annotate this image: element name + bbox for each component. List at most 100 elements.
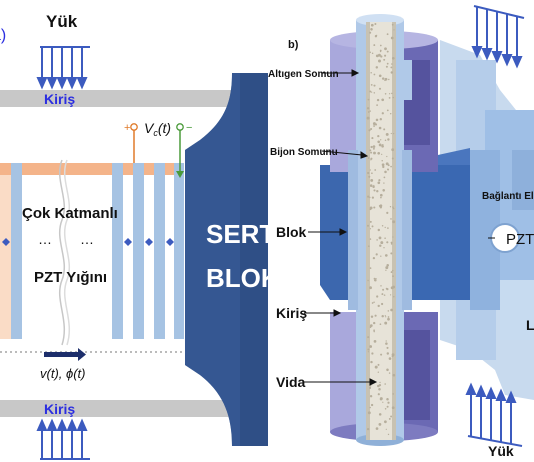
screw-speckle: [380, 241, 384, 245]
screw-speckle: [370, 71, 372, 74]
pzt-plate: [174, 163, 184, 339]
stack-title-line2: PZT Yığını: [34, 269, 107, 286]
screw-speckle: [378, 74, 382, 78]
screw-speckle: [373, 340, 377, 343]
screw-rod: [366, 22, 396, 440]
screw-speckle: [387, 310, 390, 312]
screw-speckle: [369, 110, 371, 112]
screw-speckle: [373, 301, 375, 303]
screw-speckle: [386, 264, 389, 267]
screw-speckle: [370, 127, 373, 131]
screw-speckle: [384, 321, 388, 325]
screw-speckle: [392, 275, 394, 278]
screw-speckle: [367, 279, 369, 282]
screw-speckle: [370, 28, 373, 31]
screw-speckle: [384, 139, 387, 142]
screw-speckle: [369, 220, 372, 223]
block-label-line2: BLOK: [206, 263, 280, 293]
screw-speckle: [369, 184, 373, 187]
label-bolt-nut: Bijon Somunu: [270, 147, 338, 158]
screw-speckle: [366, 116, 370, 120]
screw-speckle: [376, 295, 379, 298]
screw-speckle: [382, 165, 385, 169]
screw-speckle: [373, 184, 375, 187]
screw-speckle: [390, 218, 392, 220]
stack-dots-left: …: [38, 231, 52, 247]
screw-speckle: [378, 236, 382, 240]
screw-speckle: [392, 220, 396, 224]
screw-speckle: [389, 112, 392, 115]
screw-speckle: [379, 397, 383, 401]
panel-a-label: a): [0, 27, 6, 44]
screw-speckle: [373, 321, 376, 325]
screw-speckle: [390, 415, 393, 418]
screw-speckle: [385, 269, 387, 271]
screw-speckle: [384, 54, 387, 57]
screw-speckle: [373, 279, 376, 282]
screw-speckle: [384, 226, 386, 229]
screw-speckle: [390, 252, 393, 255]
screw-speckle: [386, 368, 389, 372]
bottom-beam: [0, 400, 236, 417]
screw-speckle: [368, 129, 371, 132]
screw-speckle: [381, 153, 383, 156]
screw-speckle: [376, 98, 380, 102]
screw-speckle: [369, 286, 372, 290]
screw-speckle: [371, 352, 374, 355]
break-line: [58, 159, 66, 346]
screw-speckle: [390, 308, 393, 312]
screw-speckle: [377, 384, 380, 388]
screw-speckle: [384, 254, 388, 257]
screw-speckle: [378, 143, 382, 147]
screw-speckle: [392, 96, 395, 99]
screw-speckle: [384, 77, 388, 81]
screw-speckle: [390, 66, 393, 69]
top-load-arrows: [36, 46, 90, 90]
label-block: Blok: [276, 224, 307, 240]
screw-speckle: [392, 236, 394, 238]
screw-speckle: [383, 247, 385, 249]
panel-a: a) Yük Kiriş: [0, 12, 280, 460]
screw-speckle: [367, 157, 370, 159]
screw-speckle: [376, 239, 378, 241]
screw-speckle: [390, 271, 393, 274]
screw-speckle: [369, 267, 372, 269]
screw-speckle: [386, 397, 389, 401]
screw-speckle: [378, 126, 382, 130]
screw-speckle: [392, 207, 395, 210]
screw-speckle: [383, 128, 386, 131]
screw-speckle: [388, 93, 391, 95]
stack-dots-right: …: [80, 231, 94, 247]
screw-speckle: [367, 351, 370, 353]
block-label-line1: SERT: [206, 219, 275, 249]
pzt-plates: [11, 163, 184, 339]
voltage-label: V: [144, 120, 155, 136]
screw-speckle: [383, 176, 386, 179]
screw-speckle: [374, 169, 377, 171]
screw-speckle: [373, 206, 376, 209]
screw-speckle: [381, 77, 385, 80]
screw-speckle: [381, 144, 384, 148]
screw-speckle: [378, 423, 382, 426]
screw-speckle: [374, 314, 377, 317]
screw-speckle: [387, 317, 390, 321]
screw-speckle: [386, 211, 389, 214]
beam-label-top: Kiriş: [44, 91, 75, 107]
screw-speckle: [378, 413, 382, 416]
screw-speckle: [381, 160, 383, 162]
electrode-top-bar: [0, 163, 180, 175]
label-screw: Vida: [276, 374, 306, 390]
screw-speckle: [370, 84, 373, 86]
screw-speckle: [372, 122, 376, 126]
screw-speckle: [385, 428, 387, 430]
screw-speckle: [373, 92, 376, 94]
screw-speckle: [375, 427, 379, 430]
screw-speckle: [388, 417, 391, 420]
bracket-structure: [440, 40, 534, 400]
screw-speckle: [392, 132, 395, 135]
screw-speckle: [367, 411, 371, 415]
screw-speckle: [371, 225, 374, 228]
screw-speckle: [386, 405, 389, 408]
voltage-argument: (t): [158, 120, 171, 136]
